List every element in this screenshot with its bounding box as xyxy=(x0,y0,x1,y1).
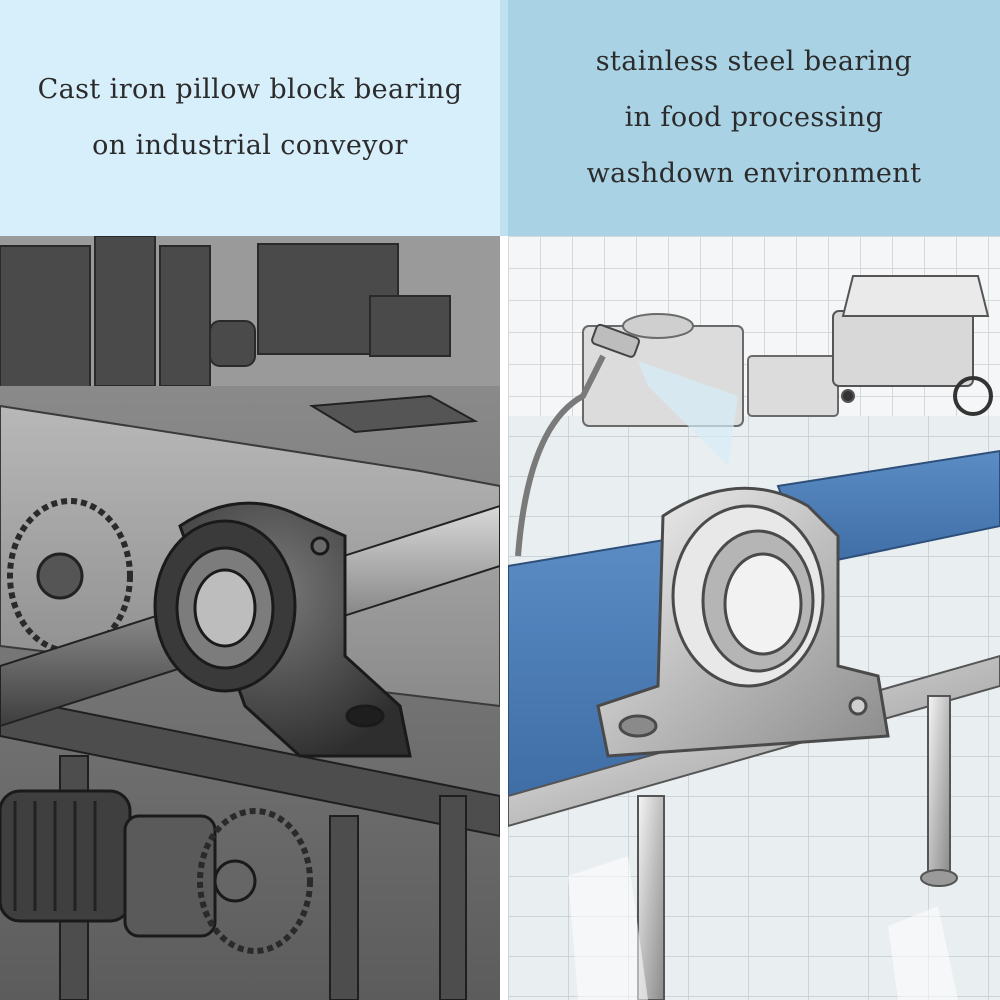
left-caption-line-2: on industrial conveyor xyxy=(92,130,408,161)
washdown-hose xyxy=(515,354,606,557)
caption-divider xyxy=(500,0,508,236)
right-panel: stainless steel bearing in food processi… xyxy=(508,0,1000,1000)
chain-drive xyxy=(7,498,133,654)
left-caption-line-1: Cast iron pillow block bearing xyxy=(37,74,463,105)
water-spray xyxy=(638,361,738,466)
food-cart xyxy=(832,275,993,416)
spray-nozzle xyxy=(591,323,640,358)
gear-motor xyxy=(0,789,313,954)
stainless-pillow-block xyxy=(596,486,890,758)
pallet xyxy=(308,394,479,434)
right-caption-line-1: stainless steel bearing xyxy=(595,46,913,77)
right-caption: stainless steel bearing in food processi… xyxy=(508,0,1000,236)
right-caption-line-2: in food processing xyxy=(624,102,884,133)
left-panel: Cast iron pillow block bearing on indust… xyxy=(0,0,500,1000)
left-caption: Cast iron pillow block bearing on indust… xyxy=(0,0,500,236)
stainless-washdown-illustration xyxy=(508,236,1000,1000)
panel-divider xyxy=(500,0,508,1000)
right-caption-line-3: washdown environment xyxy=(586,158,922,189)
cast-iron-pillow-block xyxy=(153,501,412,758)
cast-iron-conveyor-illustration xyxy=(0,236,500,1000)
floor-reflection xyxy=(568,856,958,1000)
